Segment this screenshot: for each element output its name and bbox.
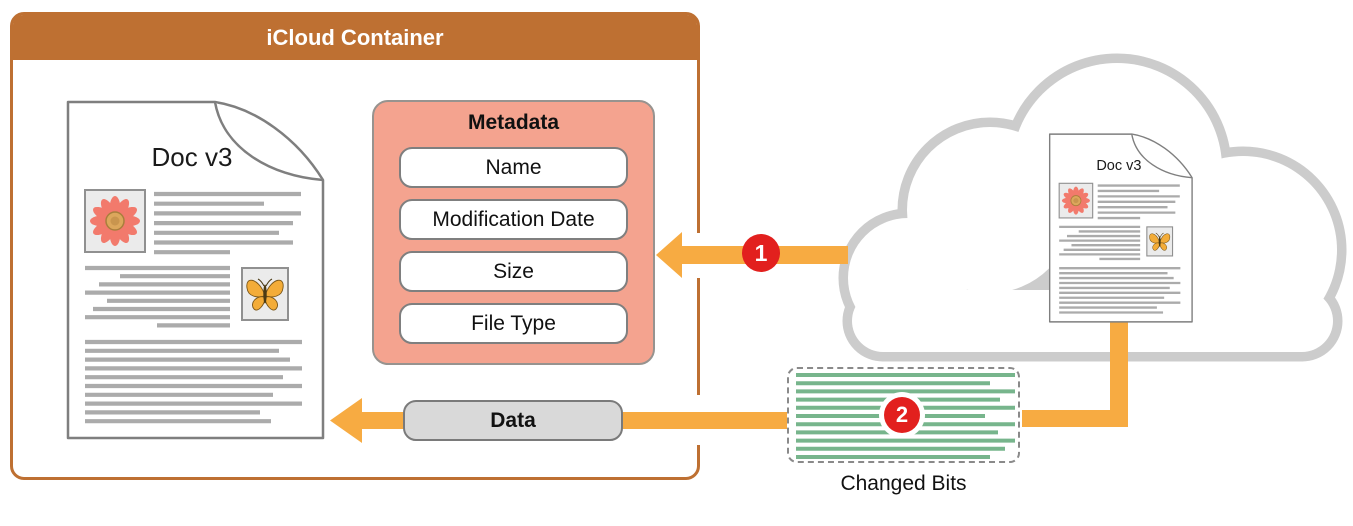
data-transfer-label: Data — [403, 400, 623, 441]
step-1-badge: 1 — [742, 234, 780, 272]
document-cloud-title: Doc v3 — [1096, 158, 1141, 174]
document-main: Doc v3 — [65, 100, 330, 440]
icloud-container-title: iCloud Container — [266, 25, 444, 50]
metadata-field-name: Name — [399, 147, 628, 188]
metadata-panel: Metadata Name Modification Date Size Fil… — [372, 100, 655, 365]
step-2-badge: 2 — [884, 397, 920, 433]
metadata-field-size: Size — [399, 251, 628, 292]
document-main-title: Doc v3 — [152, 142, 233, 172]
cloud-doc-elbow-connector — [1022, 312, 1128, 427]
icloud-container-header: iCloud Container — [13, 15, 697, 60]
border-gap-arrow2 — [692, 395, 704, 445]
metadata-title: Metadata — [467, 111, 560, 134]
metadata-field-modification-date: Modification Date — [399, 199, 628, 240]
border-gap-arrow1 — [692, 233, 704, 278]
metadata-field-file-type: File Type — [399, 303, 628, 344]
changed-bits-label: Changed Bits — [840, 472, 967, 495]
document-cloud: Doc v3 — [1048, 133, 1194, 323]
